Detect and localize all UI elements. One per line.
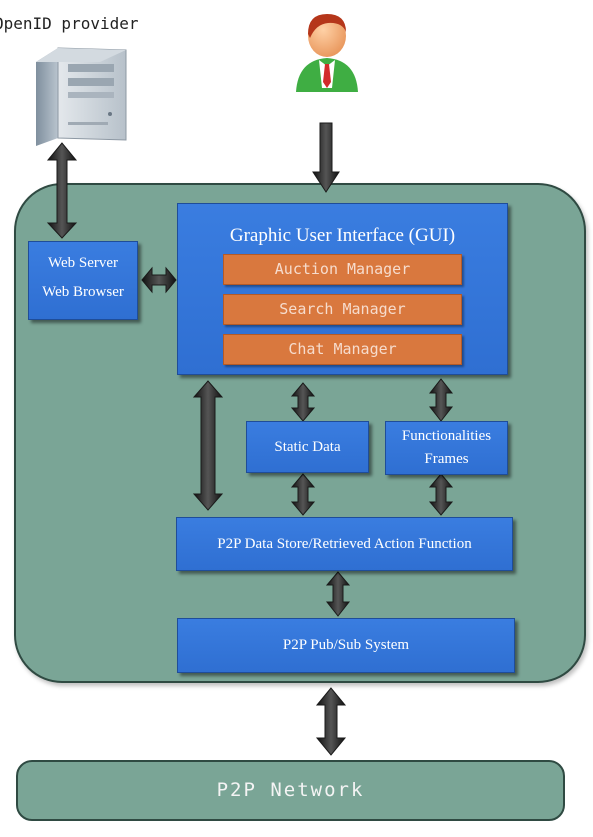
p2p-pubsub-box: P2P Pub/Sub System xyxy=(177,618,515,673)
static-data-box: Static Data xyxy=(246,421,369,473)
gui-staticdata-arrow xyxy=(290,382,316,422)
web-server-box: Web Server Web Browser xyxy=(28,241,138,320)
auction-manager-box: Auction Manager xyxy=(223,254,462,285)
functionalities-label: Functionalities xyxy=(401,428,492,444)
web-browser-label: Web Browser xyxy=(42,284,124,300)
provider-webserver-arrow xyxy=(46,142,78,239)
gui-datastore-arrow xyxy=(192,380,224,511)
pubsub-network-arrow xyxy=(315,687,347,756)
p2p-data-store-box: P2P Data Store/Retrieved Action Function xyxy=(176,517,513,571)
webserver-gui-arrow xyxy=(141,266,177,294)
datastore-pubsub-arrow xyxy=(325,571,351,617)
functionalities-datastore-arrow xyxy=(428,473,454,516)
server-icon xyxy=(36,47,127,146)
gui-functionalities-arrow xyxy=(428,378,454,422)
p2p-network-box: P2P Network xyxy=(16,760,565,821)
search-manager-box: Search Manager xyxy=(223,294,462,325)
user-icon xyxy=(296,14,358,92)
web-server-label: Web Server xyxy=(47,255,118,271)
functionalities-frames-box: Functionalities Frames xyxy=(385,421,508,475)
gui-title: Graphic User Interface (GUI) xyxy=(229,225,456,246)
openid-provider-label: OpenID provider xyxy=(0,14,139,33)
chat-manager-box: Chat Manager xyxy=(223,334,462,365)
staticdata-datastore-arrow xyxy=(290,473,316,516)
frames-label: Frames xyxy=(424,451,469,467)
gui-box: Graphic User Interface (GUI) Auction Man… xyxy=(177,203,508,375)
user-gui-arrow xyxy=(312,122,340,193)
